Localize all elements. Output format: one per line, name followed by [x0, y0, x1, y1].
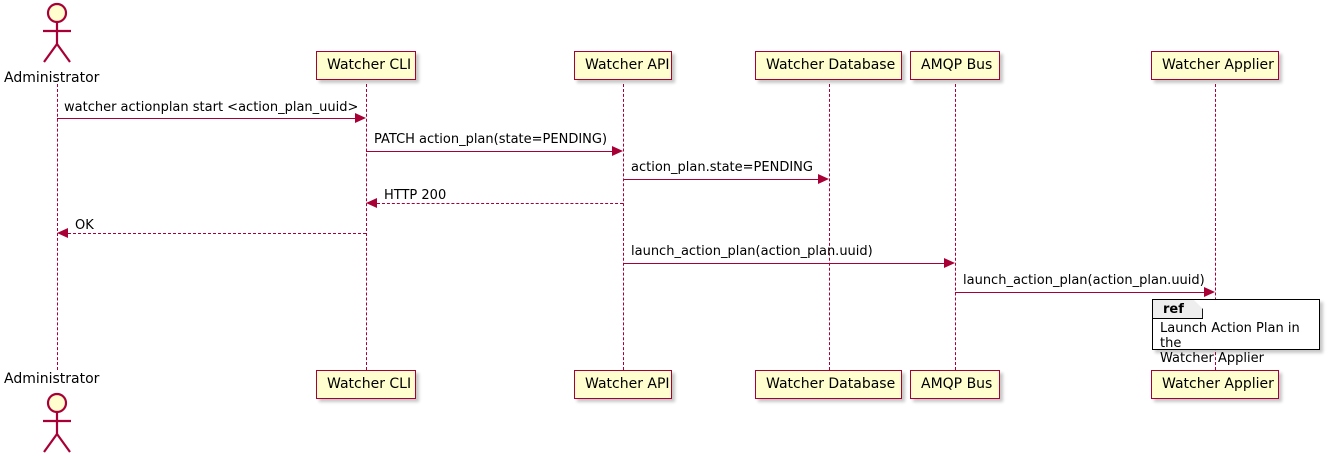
message-arrowhead-7	[1204, 287, 1215, 297]
lifeline-amqp-bus	[955, 84, 956, 370]
actor-stick-figure-icon	[43, 392, 71, 453]
message-line-7	[955, 292, 1204, 293]
lifeline-watcher-applier	[1215, 84, 1216, 370]
message-label-4: HTTP 200	[384, 188, 447, 203]
participant-watcher-database-bottom[interactable]: Watcher Database	[755, 370, 902, 399]
message-line-5	[68, 233, 366, 234]
actor-label-administrator-bottom: Administrator	[4, 371, 100, 387]
message-line-6	[623, 263, 944, 264]
lifeline-administrator	[57, 84, 58, 370]
message-arrowhead-6	[944, 258, 955, 268]
participant-watcher-applier-bottom[interactable]: Watcher Applier	[1151, 370, 1279, 399]
lifeline-watcher-api	[623, 84, 624, 370]
participant-amqp-bus-top[interactable]: AMQP Bus	[910, 51, 1000, 80]
message-label-1: watcher actionplan start <action_plan_uu…	[64, 100, 359, 115]
actor-administrator-bottom	[34, 392, 80, 454]
ref-fragment-tab-label: ref	[1153, 300, 1203, 319]
message-arrowhead-1	[355, 113, 366, 123]
participant-watcher-api-bottom[interactable]: Watcher API	[574, 370, 672, 399]
message-arrowhead-4	[366, 198, 377, 208]
message-label-3: action_plan.state=PENDING	[631, 160, 813, 175]
lifeline-watcher-cli	[366, 84, 367, 370]
participant-watcher-cli-bottom[interactable]: Watcher CLI	[316, 370, 416, 399]
message-line-3	[623, 179, 818, 180]
message-line-4	[377, 203, 623, 204]
message-label-7: launch_action_plan(action_plan.uuid)	[963, 273, 1205, 288]
participant-watcher-database-top[interactable]: Watcher Database	[755, 51, 902, 80]
lifeline-watcher-database	[829, 84, 830, 370]
message-line-1	[57, 118, 356, 119]
participant-watcher-api-top[interactable]: Watcher API	[574, 51, 672, 80]
message-arrowhead-2	[612, 146, 623, 156]
message-label-6: launch_action_plan(action_plan.uuid)	[631, 244, 873, 259]
ref-fragment-body-text: Launch Action Plan in the Watcher Applie…	[1160, 321, 1300, 366]
actor-stick-figure-icon	[43, 2, 71, 63]
ref-fragment-launch-action-plan[interactable]: ref Launch Action Plan in the Watcher Ap…	[1152, 299, 1320, 366]
message-label-2: PATCH action_plan(state=PENDING)	[374, 132, 608, 147]
message-label-5: OK	[75, 218, 94, 233]
participant-watcher-cli-top[interactable]: Watcher CLI	[316, 51, 416, 80]
message-arrowhead-3	[818, 174, 829, 184]
actor-administrator-top	[34, 2, 80, 64]
participant-watcher-applier-top[interactable]: Watcher Applier	[1151, 51, 1279, 80]
actor-label-administrator-top: Administrator	[4, 70, 100, 86]
message-arrowhead-5	[57, 228, 68, 238]
message-line-2	[366, 151, 612, 152]
participant-amqp-bus-bottom[interactable]: AMQP Bus	[910, 370, 1000, 399]
